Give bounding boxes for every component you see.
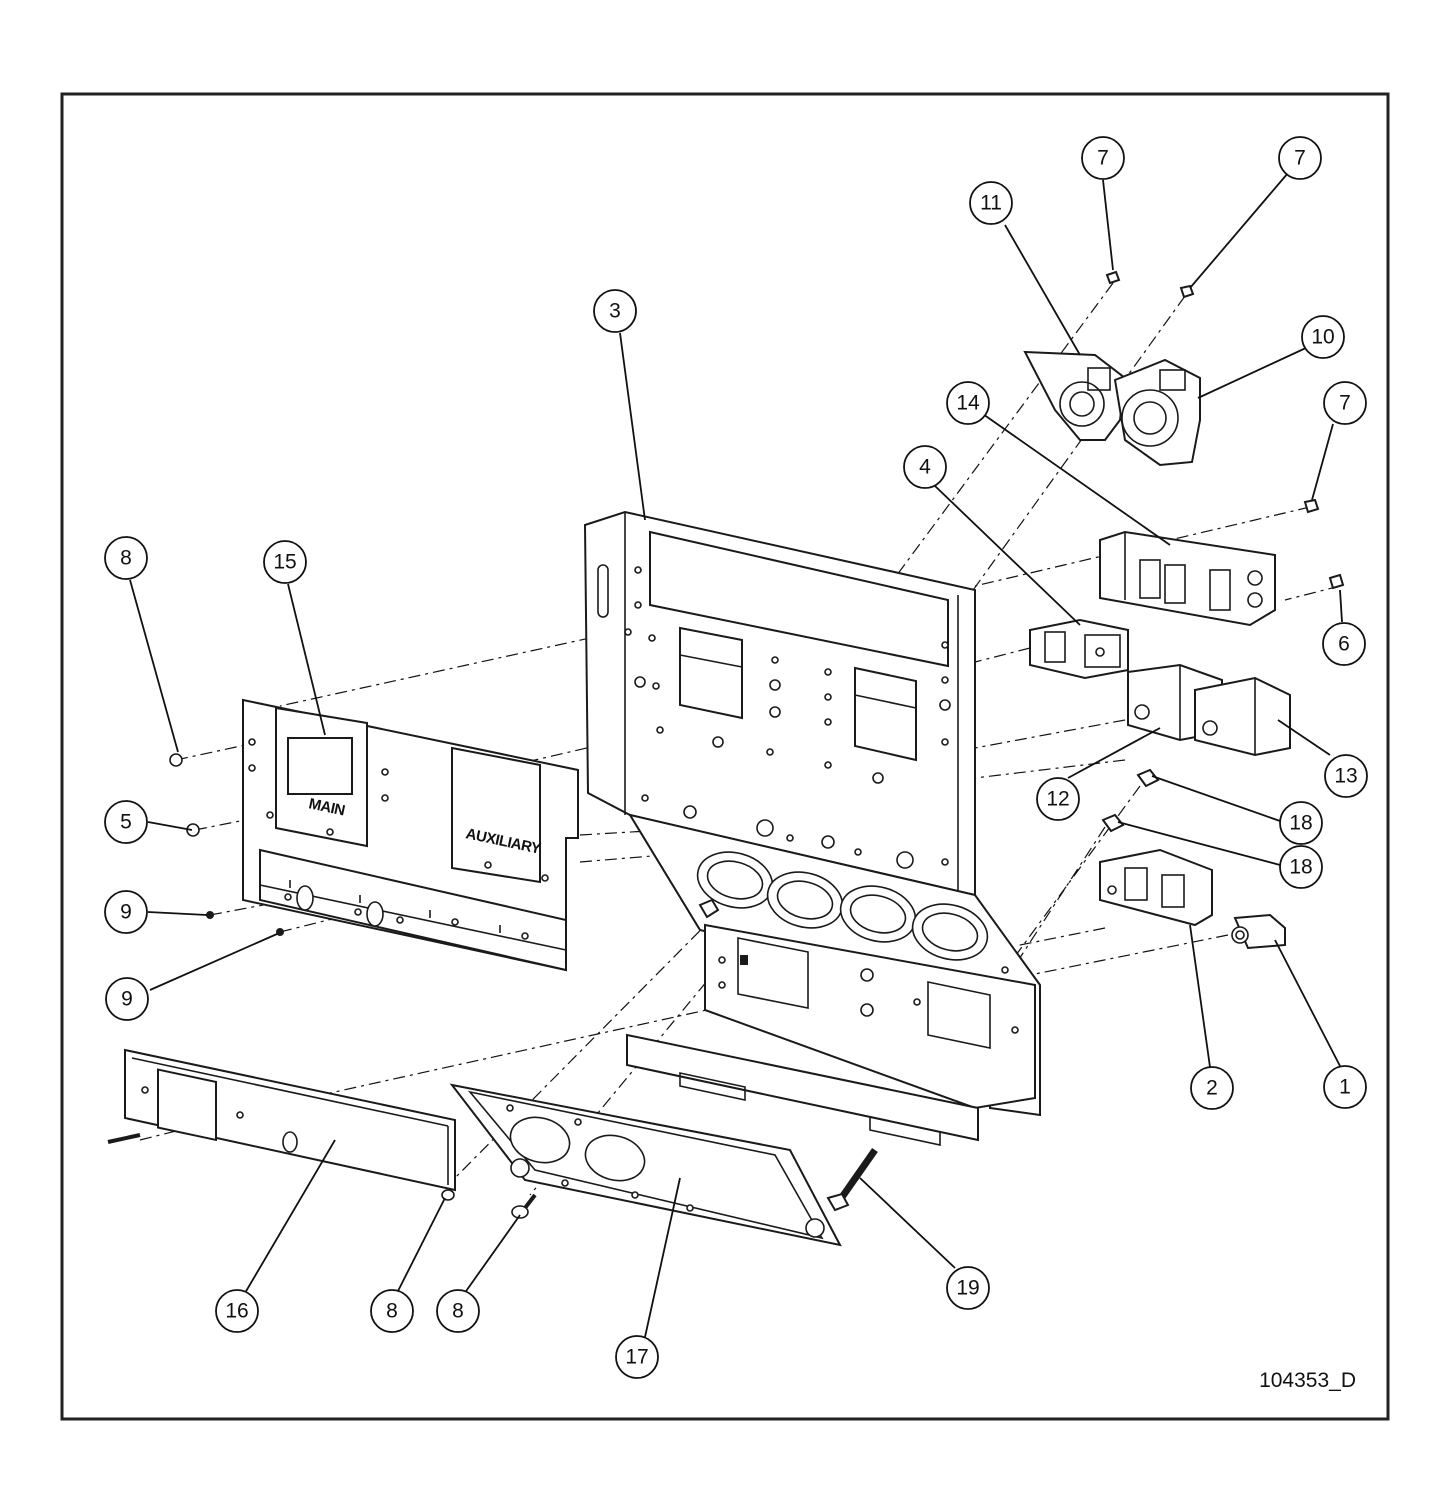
svg-text:9: 9 [120,901,132,924]
part-10-receptacle [1113,358,1201,467]
part-1-toggle-switch [1231,913,1286,950]
svg-text:8: 8 [452,1300,464,1323]
drawing-frame [60,92,1390,1421]
callout-18-lower: 18 [1279,845,1323,889]
part-11-receptacle [1023,350,1127,441]
part-16-trim-strip [107,1048,456,1201]
callout-3: 3 [593,289,637,333]
leader-lines [129,172,1343,1338]
callout-8-left: 8 [104,536,148,580]
svg-text:11: 11 [980,192,1002,215]
callout-14: 14 [946,381,990,425]
svg-text:15: 15 [273,551,296,574]
callout-19: 19 [946,1266,990,1310]
callout-9-lower: 9 [105,977,149,1021]
svg-text:2: 2 [1206,1077,1218,1100]
callout-6: 6 [1322,622,1366,666]
callout-1: 1 [1323,1065,1367,1109]
part-2-receptacle [1099,848,1213,927]
nut-7-parts [1105,270,1345,590]
callout-11: 11 [969,181,1013,225]
svg-text:12: 12 [1046,788,1069,811]
svg-text:9: 9 [121,988,133,1011]
callout-7-top-right: 7 [1278,136,1322,180]
callout-2: 2 [1190,1066,1234,1110]
callout-5: 5 [104,800,148,844]
callout-4: 4 [903,445,947,489]
svg-text:5: 5 [120,811,132,834]
svg-text:14: 14 [956,392,980,415]
callout-8-bottom-right: 8 [436,1289,480,1333]
callout-10: 10 [1301,315,1345,359]
part-3-main-panel [583,510,1041,1117]
callout-9-upper: 9 [104,890,148,934]
callout-13: 13 [1324,754,1368,798]
part-19-bolt [826,1147,878,1212]
part-17-cover-plate [449,1083,842,1247]
svg-text:19: 19 [956,1277,979,1300]
callout-8-bottom-middle: 8 [370,1289,414,1333]
callout-12: 12 [1036,777,1080,821]
svg-text:16: 16 [225,1300,248,1323]
callout-15: 15 [263,540,307,584]
callout-7-right: 7 [1323,381,1367,425]
svg-text:7: 7 [1339,392,1351,415]
svg-text:10: 10 [1311,326,1334,349]
callout-16: 16 [215,1289,259,1333]
part-4-relay [1029,618,1129,680]
svg-text:8: 8 [386,1300,398,1323]
callout-18-upper: 18 [1279,801,1323,845]
svg-text:7: 7 [1097,147,1109,170]
svg-text:18: 18 [1289,812,1312,835]
svg-text:4: 4 [919,456,931,479]
drawing-number: 104353_D [1259,1369,1356,1392]
part-15-face-plate: MAIN AUXILIARY [242,698,579,972]
callout-17: 17 [615,1335,659,1379]
svg-text:8: 8 [120,547,132,570]
svg-text:3: 3 [609,300,621,323]
svg-text:18: 18 [1289,856,1312,879]
part-14-breaker [1099,530,1276,627]
fasteners [169,753,537,1219]
svg-text:6: 6 [1338,633,1350,656]
svg-text:17: 17 [625,1346,648,1369]
svg-text:7: 7 [1294,147,1306,170]
svg-text:13: 13 [1334,765,1357,788]
nut-18-parts [1101,768,1160,833]
svg-text:1: 1 [1339,1076,1351,1099]
callout-7-top-left: 7 [1081,136,1125,180]
part-13-box [1194,676,1291,757]
lower-bracket [626,923,1036,1146]
